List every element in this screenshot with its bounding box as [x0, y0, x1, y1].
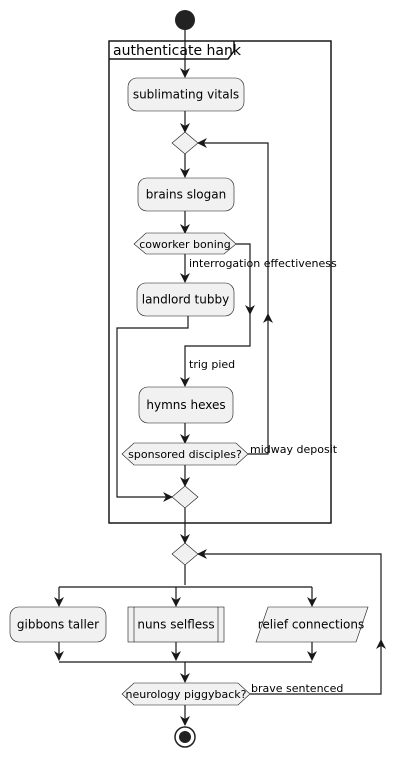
- partition-frame: authenticate hank: [108, 40, 332, 524]
- decision-coworker-boning: coworker boning: [133, 232, 237, 255]
- edge-label-trig-pied: trig pied: [189, 358, 235, 371]
- decision-label: neurology piggyback?: [126, 688, 247, 701]
- action-brains-slogan: brains slogan: [137, 177, 235, 212]
- start-node: [175, 10, 195, 30]
- action-label: relief connections: [258, 618, 365, 632]
- action-hymns-hexes: hymns hexes: [138, 386, 234, 424]
- edge-label-midway-deposit: midway deposit: [250, 443, 338, 456]
- action-label: landlord tubby: [142, 293, 229, 307]
- edge-label-brave-sentenced: brave sentenced: [251, 682, 343, 695]
- decision-sponsored-disciples: sponsored disciples?: [121, 442, 249, 466]
- partition-title: authenticate hank: [113, 43, 242, 59]
- merge-diamond-loop-top: [171, 131, 199, 155]
- edge-label-interrogation-effectiveness: interrogation effectiveness: [189, 257, 337, 270]
- decision-label: sponsored disciples?: [128, 448, 242, 461]
- action-label: nuns selfless: [137, 618, 214, 632]
- subprocess-nuns-selfless: nuns selfless: [127, 606, 225, 643]
- action-sublimating-vitals: sublimating vitals: [127, 77, 245, 112]
- action-label: gibbons taller: [17, 618, 99, 632]
- io-relief-connections: relief connections: [255, 606, 369, 643]
- action-label: brains slogan: [146, 188, 226, 202]
- action-label: sublimating vitals: [133, 88, 239, 102]
- action-gibbons-taller: gibbons taller: [9, 606, 107, 643]
- decision-neurology-piggyback: neurology piggyback?: [121, 682, 251, 706]
- merge-diamond-bottom: [171, 485, 199, 509]
- merge-diamond-outer-loop: [171, 542, 199, 566]
- decision-label: coworker boning: [139, 238, 231, 251]
- edges: [54, 30, 386, 726]
- end-node: [174, 726, 196, 748]
- action-landlord-tubby: landlord tubby: [136, 282, 235, 317]
- action-label: hymns hexes: [146, 398, 225, 412]
